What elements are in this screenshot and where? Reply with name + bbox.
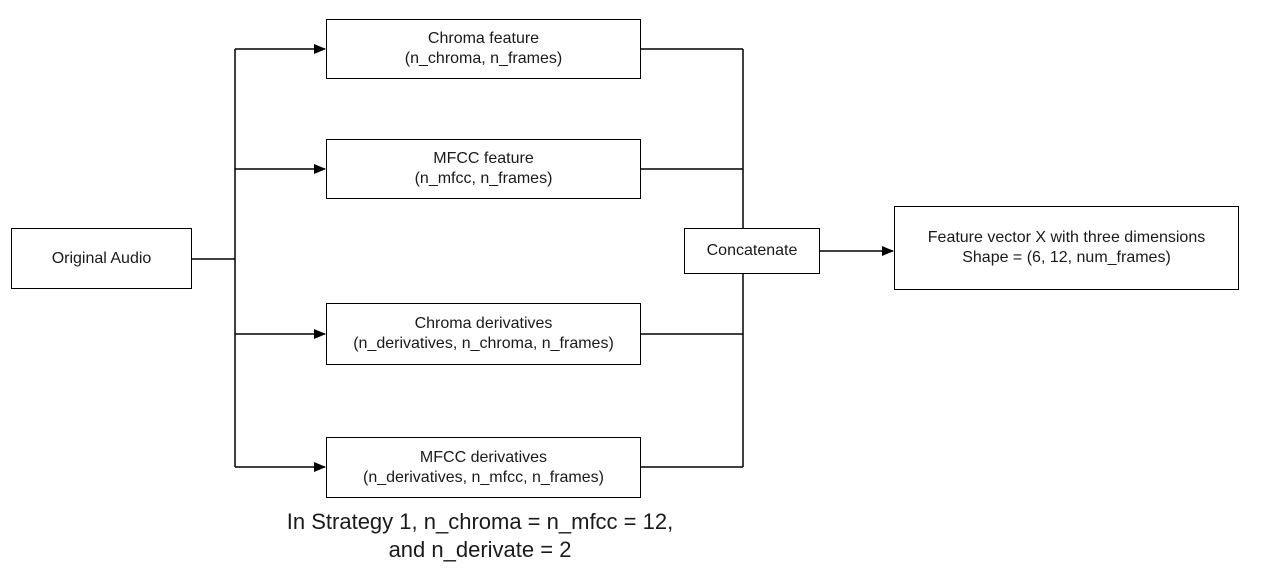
chroma-feature-node: Chroma feature (n_chroma, n_frames) <box>326 19 641 79</box>
mfcc-feature-node: MFCC feature (n_mfcc, n_frames) <box>326 139 641 199</box>
original-audio-label: Original Audio <box>51 249 152 267</box>
feature-vector-label: Feature vector X with three dimensions <box>927 229 1206 246</box>
chroma-derivatives-node: Chroma derivatives (n_derivatives, n_chr… <box>326 303 641 365</box>
concatenate-node: Concatenate <box>684 228 820 274</box>
concatenate-label: Concatenate <box>706 242 798 259</box>
feature-vector-shape: Shape = (6, 12, num_frames) <box>962 249 1171 266</box>
mfcc-derivatives-node: MFCC derivatives (n_derivatives, n_mfcc,… <box>326 437 641 498</box>
chroma-feature-label: Chroma feature <box>427 30 540 47</box>
chroma-derivatives-label: Chroma derivatives <box>414 315 553 332</box>
strategy-note: In Strategy 1, n_chroma = n_mfcc = 12, a… <box>240 508 720 564</box>
mfcc-feature-label: MFCC feature <box>433 150 534 167</box>
mfcc-derivatives-label: MFCC derivatives <box>419 448 548 466</box>
chroma-feature-shape: (n_chroma, n_frames) <box>404 50 563 67</box>
mfcc-derivatives-shape: (n_derivatives, n_mfcc, n_frames) <box>363 468 604 486</box>
original-audio-node: Original Audio <box>11 228 192 289</box>
mfcc-feature-shape: (n_mfcc, n_frames) <box>414 170 553 187</box>
chroma-derivatives-shape: (n_derivatives, n_chroma, n_frames) <box>353 335 614 352</box>
feature-vector-node: Feature vector X with three dimensions S… <box>894 206 1239 290</box>
strategy-note-line-1: In Strategy 1, n_chroma = n_mfcc = 12, <box>286 509 674 534</box>
strategy-note-line-2: and n_derivate = 2 <box>388 537 572 562</box>
